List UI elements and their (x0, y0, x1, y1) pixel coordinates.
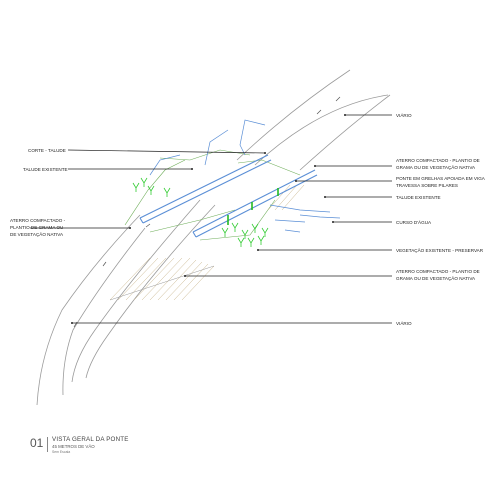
label-aterro-right-bottom-1: ATERRO COMPACTADO - PLANTIO DE (396, 269, 480, 274)
leader-lines (30, 114, 392, 324)
drawing-scale: Sem Escala (52, 450, 71, 454)
label-viario-bottom: VIÁRIO (396, 320, 412, 326)
road-centerline (73, 96, 341, 328)
label-aterro-right-top-2: GRAMA OU DE VEGETAÇÃO NATIVA (396, 164, 476, 170)
label-ponte-2: TRAVESSA SOBRE PILARES (396, 183, 458, 188)
title-divider (47, 437, 48, 452)
label-aterro-left-2: PLANTIO DE GRAMA OU (10, 225, 63, 230)
label-ponte-1: PONTE EM GRELHAS APOIADA EM VIGA (396, 176, 486, 181)
road (36, 69, 391, 406)
leader-dots (71, 114, 346, 324)
vegetation (132, 177, 269, 247)
bridge-piers (227, 188, 279, 225)
label-talude-existente-left: TALUDE EXISTENTE (23, 167, 68, 172)
embankment-hatch (109, 257, 215, 301)
drawing-number: 01 (30, 436, 44, 450)
label-curso-dagua: CURSO D'ÁGUA (396, 219, 432, 225)
label-aterro-right-top-1: ATERRO COMPACTADO - PLANTIO DE (396, 158, 480, 163)
label-talude-existente-right: TALUDE EXISTENTE (396, 195, 441, 200)
label-aterro-right-bottom-2: GRAMA OU DE VEGETAÇÃO NATIVA (396, 275, 476, 281)
water-course (149, 119, 341, 233)
label-aterro-left-3: DE VEGETAÇÃO NATIVA (10, 231, 64, 237)
label-aterro-left-1: ATERRO COMPACTADO - (10, 218, 66, 223)
label-vegetacao: VEGETAÇÃO EXISTENTE - PRESERVAR (396, 247, 484, 253)
label-corte-talude: CORTE - TALUDE (28, 148, 66, 153)
terrain (124, 149, 301, 241)
bridge-deck (139, 154, 318, 238)
label-viario-top: VIÁRIO (396, 112, 412, 118)
drawing-subtitle: 45 METROS DE VÃO (52, 444, 95, 449)
slope-hatch-right (267, 184, 305, 211)
drawing-title: VISTA GERAL DA PONTE (52, 436, 129, 443)
